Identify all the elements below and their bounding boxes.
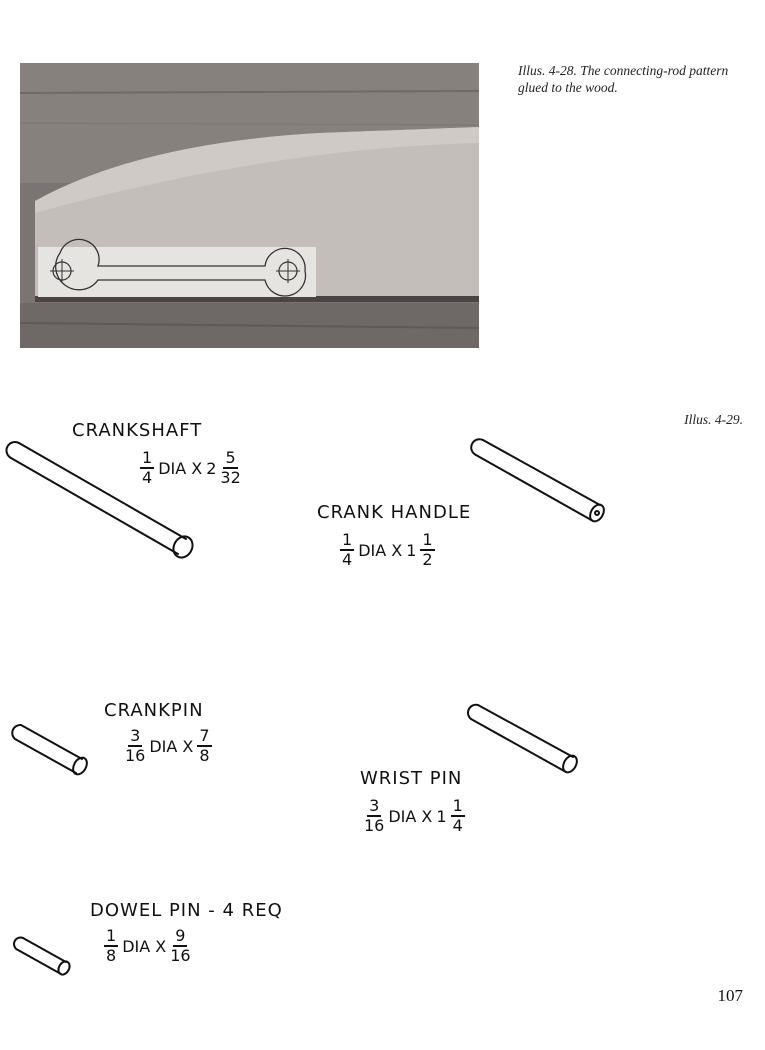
dowel-pin-label: DOWEL PIN - 4 REQ [90, 900, 283, 921]
crank-handle-label: CRANK HANDLE [317, 502, 472, 523]
crankshaft-label: CRANKSHAFT [72, 420, 203, 441]
crankpin-dowel-drawing [11, 723, 88, 776]
page-number: 107 [717, 986, 744, 1005]
crankpin-label: CRANKPIN [104, 700, 204, 721]
dowel-pin-drawing [13, 936, 71, 976]
wrist-pin-dowel-drawing [467, 703, 578, 774]
crank-handle-dowel-drawing [470, 438, 605, 523]
connecting-rod-photo [20, 63, 479, 348]
crankshaft-dowel-drawing [5, 441, 194, 559]
figure-caption: Illus. 4-28. The connecting-rod pattern … [518, 63, 729, 95]
wrist-pin-label: WRIST PIN [360, 768, 463, 789]
illustration-label: Illus. 4-29. [684, 412, 743, 427]
